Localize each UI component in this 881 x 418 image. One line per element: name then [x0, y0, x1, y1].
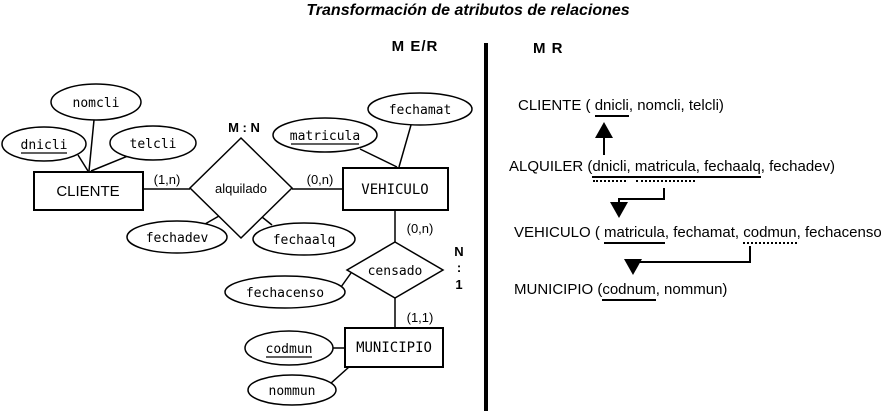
page-title: Transformación de atributos de relacione…: [306, 2, 630, 19]
cardinality-n1: N : 1: [454, 244, 463, 292]
svg-text:1: 1: [455, 277, 462, 292]
svg-text:fechadev: fechadev: [146, 231, 209, 246]
relationship-censado: censado N : 1: [345, 241, 464, 299]
relation-cliente: CLIENTE ( dnicli, nomcli, telcli): [518, 97, 724, 117]
primary-key-group: dnicli, matricula, fechaalq: [592, 158, 761, 178]
arrow-alquiler-to-vehiculo: [610, 188, 665, 218]
relation-text: , fechacenso): [796, 224, 881, 241]
attribute-codmun: codmun: [244, 330, 334, 366]
relation-text: , fechadev): [760, 158, 836, 175]
relation-text: MUNICIPIO (: [514, 281, 603, 298]
svg-text:telcli: telcli: [130, 137, 177, 152]
entity-municipio: MUNICIPIO: [344, 327, 444, 368]
svg-text:(1,1): (1,1): [407, 310, 434, 325]
primary-key: dnicli: [594, 97, 629, 117]
svg-text:N: N: [454, 244, 463, 259]
svg-text:VEHICULO: VEHICULO: [361, 182, 428, 198]
entity-cliente: CLIENTE: [33, 171, 144, 211]
arrow-vehiculo-to-municipio: [624, 246, 751, 275]
link-cardinalities: (1,n) (0,n) (0,n) (1,1): [154, 172, 434, 325]
relation-text: , fechamat,: [664, 224, 744, 241]
entity-vehiculo: VEHICULO: [342, 167, 449, 211]
relation-text: , fechaalq: [695, 158, 761, 175]
svg-text:fechaalq: fechaalq: [273, 233, 336, 248]
relation-text: , nomcli, telcli): [628, 97, 724, 114]
header-mr: M R: [533, 40, 564, 57]
attribute-fechaalq: fechaalq: [252, 222, 356, 256]
svg-text:dnicli: dnicli: [21, 138, 68, 153]
relation-text: ,: [626, 158, 635, 175]
attribute-fechamat: fechamat: [367, 92, 473, 126]
attribute-nomcli: nomcli: [50, 83, 142, 121]
primary-key: matricula: [604, 224, 665, 244]
foreign-key: codmun: [743, 224, 797, 244]
svg-text:fechamat: fechamat: [389, 103, 452, 118]
svg-text::: :: [457, 260, 461, 275]
foreign-key: matricula: [634, 158, 696, 175]
attribute-telcli: telcli: [109, 125, 197, 161]
primary-key: codnum: [602, 281, 656, 301]
svg-text:censado: censado: [368, 264, 423, 279]
attribute-fechadev: fechadev: [126, 220, 228, 254]
relation-text: ALQUILER (: [509, 158, 593, 175]
relation-text: VEHICULO (: [514, 224, 605, 241]
svg-text:alquilado: alquilado: [215, 181, 267, 196]
cardinality-mn: M : N: [228, 120, 260, 135]
attribute-fechacenso: fechacenso: [224, 275, 346, 309]
svg-text:codmun: codmun: [266, 342, 313, 357]
svg-text:MUNICIPIO: MUNICIPIO: [356, 340, 432, 356]
relation-text: , nommun): [655, 281, 728, 298]
svg-text:matricula: matricula: [290, 129, 360, 144]
relation-alquiler: ALQUILER (dnicli, matricula, fechaalq, f…: [509, 158, 836, 178]
column-divider: [484, 43, 488, 411]
svg-text:(0,n): (0,n): [307, 172, 334, 187]
attribute-matricula: matricula: [272, 117, 378, 153]
attribute-dnicli: dnicli: [1, 126, 87, 162]
svg-text:fechacenso: fechacenso: [246, 286, 324, 301]
header-mer: M E/R: [391, 38, 439, 55]
svg-text:nomcli: nomcli: [73, 96, 120, 111]
svg-text:(1,n): (1,n): [154, 172, 181, 187]
svg-text:nommun: nommun: [269, 384, 316, 399]
er-connectors: [77, 119, 412, 385]
relation-text: CLIENTE (: [518, 97, 595, 114]
svg-text:(0,n): (0,n): [407, 221, 434, 236]
relationship-alquilado: alquilado M : N: [188, 120, 294, 240]
attribute-nommun: nommun: [247, 374, 337, 406]
foreign-key: dnicli: [592, 158, 627, 175]
relation-vehiculo: VEHICULO ( matricula, fechamat, codmun, …: [514, 224, 881, 244]
fk-arrows: [595, 122, 751, 275]
relation-municipio: MUNICIPIO (codnum, nommun): [514, 281, 728, 301]
svg-text:CLIENTE: CLIENTE: [56, 183, 119, 200]
